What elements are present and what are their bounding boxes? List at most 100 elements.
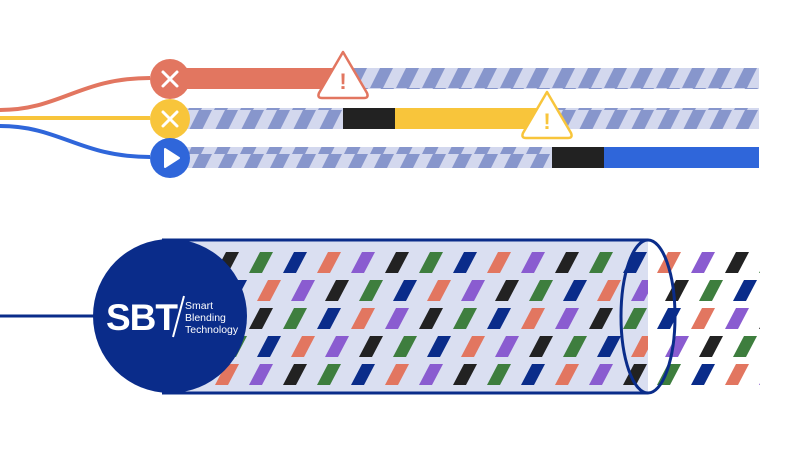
stream-stripe bbox=[555, 252, 579, 273]
stream-stripe bbox=[393, 280, 417, 301]
stream-stripe bbox=[725, 364, 749, 385]
stream-stripe bbox=[393, 336, 417, 357]
stream-stripe bbox=[631, 336, 648, 357]
stream-stripe bbox=[359, 280, 383, 301]
stream-stripe bbox=[699, 280, 723, 301]
stream-stripe bbox=[759, 327, 760, 329]
stream-stripe bbox=[631, 280, 648, 301]
warning-triangle-icon: ! bbox=[521, 90, 573, 140]
stream-stripe bbox=[597, 280, 621, 301]
stream-stripe bbox=[325, 280, 349, 301]
stream-stripe bbox=[563, 336, 587, 357]
stream-stripe bbox=[257, 336, 281, 357]
blending-tube: SBT Smart Blending Technology bbox=[0, 238, 791, 395]
logo-disc bbox=[93, 239, 247, 393]
lane-blue-fill bbox=[604, 147, 759, 168]
stream-stripe bbox=[555, 308, 579, 329]
output-stream bbox=[657, 252, 791, 385]
stream-stripe bbox=[657, 252, 681, 273]
stream-stripe bbox=[385, 252, 409, 273]
stream-stripe bbox=[385, 364, 409, 385]
lane-blue-black-segment bbox=[552, 147, 604, 168]
stream-stripe bbox=[283, 252, 307, 273]
stream-stripe bbox=[589, 308, 613, 329]
stream-stripe bbox=[317, 364, 341, 385]
stream-stripe bbox=[521, 364, 545, 385]
stream-stripe bbox=[317, 308, 341, 329]
stream-stripe bbox=[767, 336, 791, 357]
lane-blue-node[interactable] bbox=[150, 138, 190, 178]
stream-stripe bbox=[461, 336, 485, 357]
stream-stripe bbox=[665, 280, 689, 301]
lane-yellow-black-segment bbox=[343, 108, 395, 129]
stream-stripe bbox=[623, 364, 647, 385]
stream-stripe bbox=[317, 252, 341, 273]
lane-red: ! bbox=[150, 50, 759, 100]
stream-stripe bbox=[623, 308, 647, 329]
stream-stripe bbox=[419, 364, 443, 385]
stream-stripe bbox=[453, 252, 477, 273]
stream-stripe bbox=[291, 336, 315, 357]
stream-stripe bbox=[733, 336, 757, 357]
logo-abbrev: SBT bbox=[106, 297, 178, 338]
stream-stripe bbox=[495, 336, 519, 357]
stream-stripe bbox=[691, 364, 715, 385]
logo-slash bbox=[172, 295, 185, 338]
stream-stripe bbox=[385, 308, 409, 329]
lane-yellow-node[interactable] bbox=[150, 99, 190, 139]
stream-stripe bbox=[691, 308, 715, 329]
flow-lanes: ! ! bbox=[0, 50, 759, 178]
logo-line-3: Technology bbox=[185, 324, 239, 336]
tube-end-rim bbox=[619, 238, 677, 395]
stream-stripe bbox=[665, 336, 689, 357]
lane-red-node[interactable] bbox=[150, 59, 190, 99]
stream-stripe bbox=[325, 336, 349, 357]
stream-stripe bbox=[555, 364, 579, 385]
stream-stripe bbox=[597, 336, 621, 357]
stream-stripe bbox=[521, 252, 545, 273]
warning-mark: ! bbox=[543, 109, 550, 134]
stream-stripe bbox=[283, 308, 307, 329]
stream-stripe bbox=[487, 364, 511, 385]
sbt-logo: SBT Smart Blending Technology bbox=[93, 239, 247, 393]
stream-stripe bbox=[419, 308, 443, 329]
stream-stripe bbox=[529, 280, 553, 301]
x-mark-icon bbox=[161, 70, 179, 88]
red-input-wire bbox=[0, 76, 151, 112]
stream-stripe bbox=[249, 364, 273, 385]
x-mark-icon bbox=[161, 110, 179, 128]
blue-input-wire bbox=[0, 124, 151, 159]
stream-stripe bbox=[657, 308, 681, 329]
lane-yellow: ! bbox=[150, 90, 759, 140]
stream-stripe bbox=[699, 336, 723, 357]
stream-stripe bbox=[623, 252, 647, 273]
stream-stripe bbox=[759, 271, 760, 273]
stream-stripe bbox=[589, 364, 613, 385]
tube-body bbox=[162, 240, 648, 393]
stream-stripe bbox=[351, 308, 375, 329]
stream-stripe bbox=[725, 308, 749, 329]
stream-stripe bbox=[487, 308, 511, 329]
stream-stripe bbox=[359, 336, 383, 357]
logo-line-2: Blending bbox=[185, 312, 226, 324]
stream-stripe bbox=[487, 252, 511, 273]
stream-stripe bbox=[767, 280, 791, 301]
stream-stripe bbox=[725, 252, 749, 273]
stream-stripe bbox=[215, 364, 239, 385]
stream-stripe bbox=[291, 280, 315, 301]
stream-stripe bbox=[249, 252, 273, 273]
lane-yellow-fill bbox=[395, 108, 545, 129]
stream-stripe bbox=[453, 364, 477, 385]
stream-stripe bbox=[589, 252, 613, 273]
stream-stripe bbox=[351, 364, 375, 385]
stream-stripe bbox=[419, 252, 443, 273]
lane-red-fill bbox=[182, 68, 342, 89]
stream-stripe bbox=[257, 280, 281, 301]
stream-stripe bbox=[691, 252, 715, 273]
stream-stripe bbox=[249, 308, 273, 329]
stream-stripe bbox=[563, 280, 587, 301]
stream-stripe bbox=[461, 280, 485, 301]
stream-stripe bbox=[495, 280, 519, 301]
warning-triangle-icon: ! bbox=[317, 50, 369, 100]
